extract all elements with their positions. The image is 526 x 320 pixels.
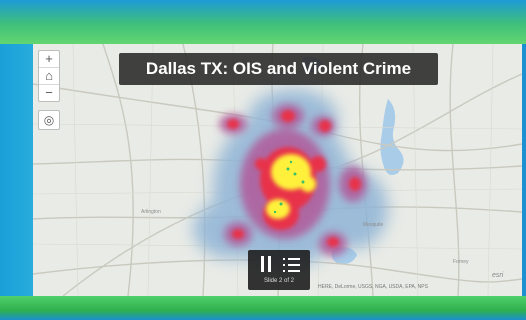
home-button[interactable]: ⌂ [39, 68, 59, 85]
app-frame-top [0, 0, 526, 44]
zoom-out-button[interactable]: − [45, 85, 53, 100]
list-icon[interactable] [283, 256, 301, 274]
map-label-forney: Forney [453, 259, 469, 265]
slide-player: Slide 2 of 2 [248, 250, 310, 290]
map-attribution: HERE, DeLorme, USGS, NGA, USDA, EPA, NPS [318, 284, 428, 290]
pause-icon[interactable] [259, 256, 273, 274]
zoom-controls: + ⌂ − [38, 50, 60, 102]
slide-indicator: Slide 2 of 2 [263, 278, 295, 284]
map-title: Dallas TX: OIS and Violent Crime [119, 53, 438, 85]
map-label-arlington: Arlington [141, 209, 161, 215]
locate-button[interactable]: ◎ [38, 110, 60, 130]
map-label-mesquite: Mesquite [363, 222, 384, 228]
zoom-in-button[interactable]: + [39, 51, 59, 68]
lake-east [380, 99, 404, 175]
esri-logo: esri [492, 272, 504, 279]
app-frame-bottom [0, 296, 526, 320]
